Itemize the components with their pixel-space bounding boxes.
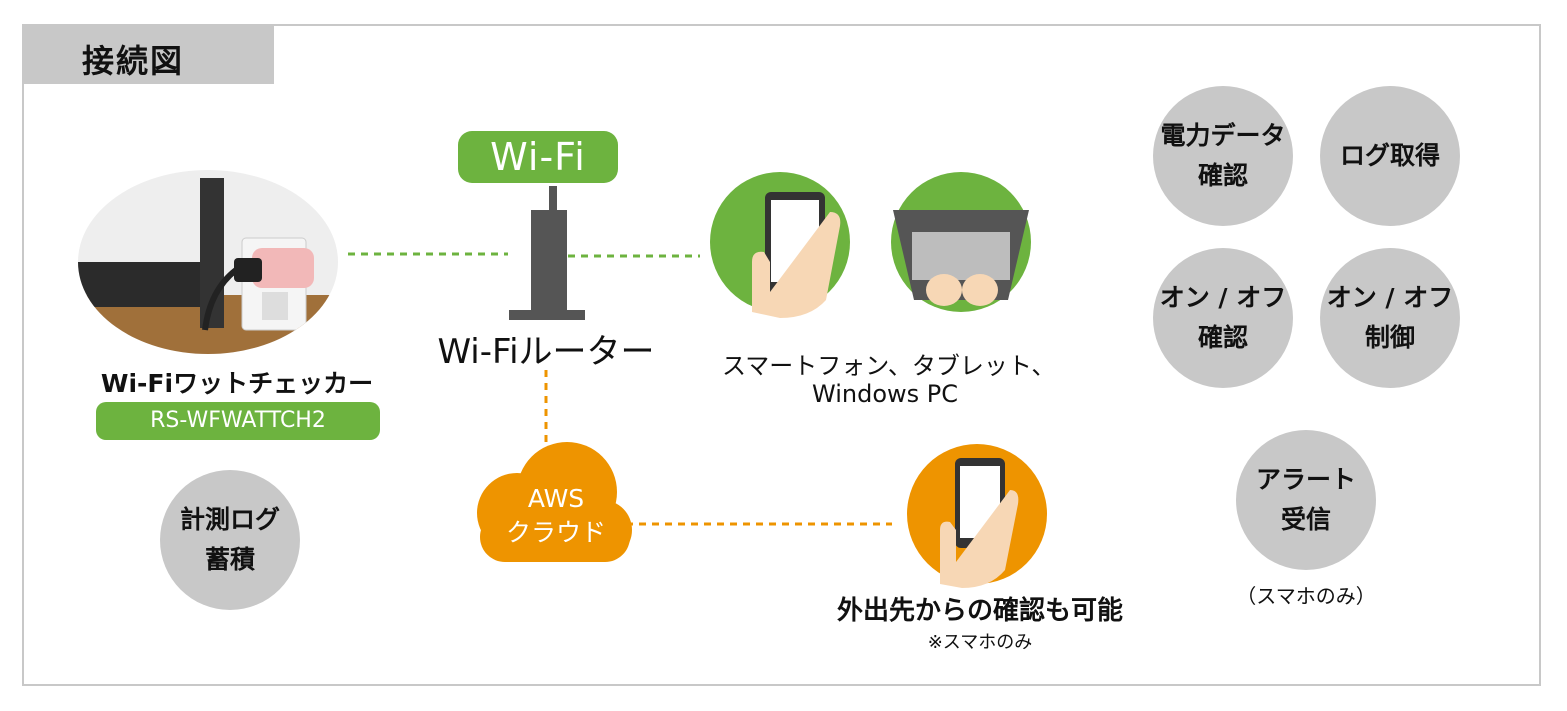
aws-cloud-shape	[477, 442, 632, 562]
router-label: Wi-Fiルーター	[437, 332, 655, 372]
remote-note: ※スマホのみ	[927, 632, 1033, 653]
laptop-hands-icon	[891, 172, 1031, 312]
feature-power-data: 電力データ 確認	[1153, 86, 1293, 226]
page-title: 接続図	[82, 42, 185, 80]
title-tab: 接続図	[24, 26, 274, 84]
feature-onoff-control: オン / オフ 制御	[1320, 248, 1460, 388]
clients-label-line2: Windows PC	[812, 380, 958, 408]
model-badge: RS-WFWATTCH2	[96, 402, 380, 440]
alert-note: （スマホのみ）	[1236, 584, 1376, 608]
cloud-label: AWS クラウド	[505, 484, 606, 547]
feature-alert: アラート 受信	[1236, 430, 1376, 570]
watt-checker-photo	[78, 170, 338, 354]
clients-label-line1: スマートフォン、タブレット、	[722, 352, 1056, 380]
remote-title: 外出先からの確認も可能	[836, 596, 1123, 626]
router-icon	[509, 186, 585, 320]
wifi-badge: Wi-Fi	[458, 131, 618, 183]
remote-smartphone-icon	[907, 444, 1047, 588]
feature-onoff-check: オン / オフ 確認	[1153, 248, 1293, 388]
feature-log-retrieval: ログ取得	[1320, 86, 1460, 226]
smartphone-hand-icon	[710, 172, 850, 318]
local-log-circle: 計測ログ 蓄積	[160, 470, 300, 610]
diagram-frame	[22, 24, 1541, 686]
device-name: Wi-Fiワットチェッカー	[100, 369, 374, 398]
